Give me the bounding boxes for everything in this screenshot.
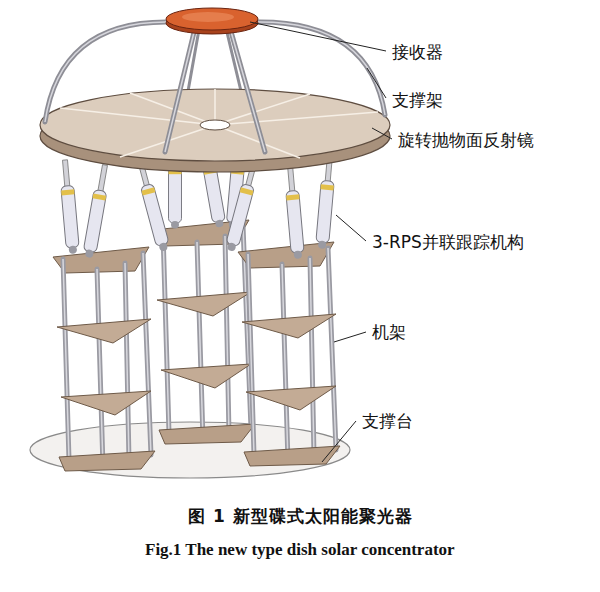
part-label: 3-RPS并联跟踪机构 xyxy=(372,232,524,252)
actuator-cylinder xyxy=(59,159,80,254)
actuator-cylinder xyxy=(284,164,305,259)
part-label: 接收器 xyxy=(392,42,443,62)
leader-lines xyxy=(250,22,392,462)
leader-line xyxy=(322,421,356,462)
part-label: 支撑架 xyxy=(392,90,443,110)
parabolic-reflector xyxy=(40,89,390,172)
actuator-cylinder xyxy=(134,158,171,252)
actuator-cylinder xyxy=(82,164,111,259)
figure-caption: 图 1 新型碟式太阳能聚光器 xyxy=(188,506,413,526)
part-label: 支撑台 xyxy=(362,411,413,431)
caption-english: Fig.1 The new type dish solar concentrat… xyxy=(145,540,455,560)
frame-tower xyxy=(53,247,155,471)
part-label: 旋转抛物面反射镜 xyxy=(398,130,534,150)
leader-line xyxy=(334,332,366,342)
leader-line xyxy=(367,68,386,98)
leader-line xyxy=(250,22,386,51)
receiver xyxy=(166,8,258,34)
frame-tower xyxy=(238,242,340,466)
support-frame xyxy=(45,22,385,152)
leader-line xyxy=(372,128,392,139)
part-label: 机架 xyxy=(372,322,406,342)
actuator-cylinder xyxy=(315,154,336,249)
support-frame xyxy=(45,22,385,152)
leader-line xyxy=(336,215,366,241)
